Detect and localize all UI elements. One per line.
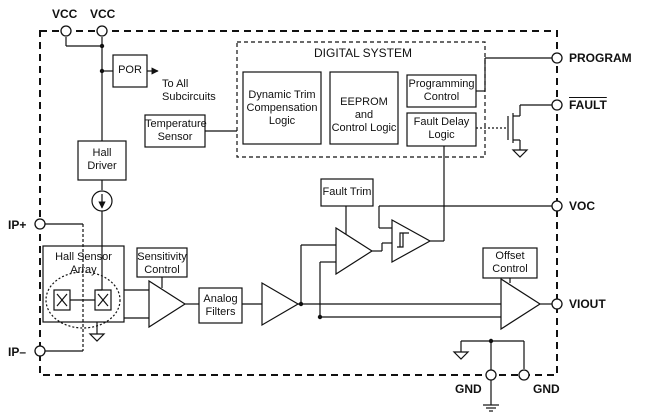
pin-vcc-left xyxy=(60,25,72,37)
label-ip-plus: IP+ xyxy=(8,218,27,232)
hall-driver-label: Hall Driver xyxy=(87,147,117,172)
label-vcc-right: VCC xyxy=(90,7,116,21)
pin-gnd-left xyxy=(485,369,497,381)
fault-comparator xyxy=(335,226,374,276)
label-gnd-left: GND xyxy=(455,382,482,396)
sensitivity-amplifier xyxy=(148,279,187,329)
pin-voc xyxy=(551,200,563,212)
sensitivity-control-label: Sensitivity Control xyxy=(137,251,187,276)
label-fault: FAULT xyxy=(569,98,607,112)
label-voc: VOC xyxy=(569,199,596,213)
label-ip-minus: IP– xyxy=(8,345,27,359)
pin-viout xyxy=(551,298,563,310)
eeprom-label: EEPROM and Control Logic xyxy=(331,96,397,134)
offset-control-label: Offset Control xyxy=(492,250,528,275)
analog-filters-label: Analog Filters xyxy=(203,293,238,318)
pin-vcc-right xyxy=(96,25,108,37)
pin-ip-minus xyxy=(34,345,46,357)
eeprom-box xyxy=(329,71,399,145)
fault-trim-label: Fault Trim xyxy=(322,186,372,198)
label-program: PROGRAM xyxy=(569,51,632,65)
digital-system-boundary xyxy=(236,41,486,158)
output-buffer-amplifier xyxy=(261,281,300,327)
por-label: POR xyxy=(118,64,142,76)
fault-delay-label: Fault Delay Logic xyxy=(413,116,470,141)
chip-outline xyxy=(39,30,558,376)
temperature-sensor-label: Temperature Sensor xyxy=(145,118,207,143)
output-driver-amplifier xyxy=(500,277,542,331)
analog-filters-box xyxy=(198,287,243,324)
dynamic-trim-label: Dynamic Trim Compensation Logic xyxy=(246,89,318,127)
digital-system-title: DIGITAL SYSTEM xyxy=(314,46,413,60)
schmitt-trigger xyxy=(391,218,432,264)
hall-driver-box xyxy=(77,140,127,181)
label-viout: VIOUT xyxy=(569,297,606,311)
pin-gnd-right xyxy=(518,369,530,381)
dynamic-trim-box xyxy=(242,71,322,145)
fault-delay-box xyxy=(406,112,477,147)
hall-sensor-array-label: Hall Sensor Array xyxy=(55,251,112,276)
programming-control-label: Programming Control xyxy=(408,78,475,103)
por-box xyxy=(112,54,148,88)
label-gnd-right: GND xyxy=(533,382,560,396)
fault-trim-box xyxy=(320,178,374,207)
pin-fault xyxy=(551,99,563,111)
to-all-subcircuits-label: To All Subcircuits xyxy=(162,78,216,103)
pin-ip-plus xyxy=(34,218,46,230)
label-vcc-left: VCC xyxy=(52,7,78,21)
pin-program xyxy=(551,52,563,64)
